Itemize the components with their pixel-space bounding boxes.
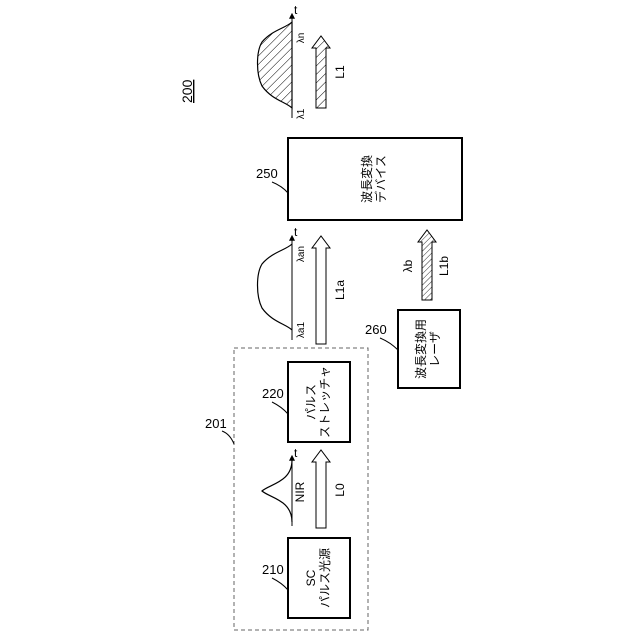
pulse-stretcher-label-1: パルス — [304, 384, 318, 420]
beam-l1b-arrow — [418, 230, 436, 300]
nir-axis-t: t — [294, 446, 298, 460]
sc-source-ref: 210 — [262, 562, 284, 577]
output-spectrum-curve — [258, 22, 293, 108]
group-ref-leader — [222, 431, 234, 444]
beam-l0-arrow — [312, 450, 330, 528]
sc-source-leader — [272, 578, 288, 590]
pulse-stretcher-label-2: ストレッチャ — [318, 366, 332, 438]
beam-l1-label: L1 — [333, 65, 347, 79]
wl-device-leader — [272, 182, 288, 193]
sc-source-label-1: SC — [304, 569, 318, 586]
wl-device-label-2: デバイス — [373, 155, 388, 203]
output-axis-t: t — [294, 3, 298, 17]
output-end-label: λn — [296, 33, 307, 44]
beam-l1-arrow — [312, 36, 330, 108]
wl-laser-label-2: レーザ — [428, 331, 442, 367]
sc-source-label-2: パルス光源 — [318, 548, 332, 608]
group-ref: 201 — [205, 416, 227, 431]
beam-l0-label: L0 — [333, 483, 347, 497]
wl-laser-ref: 260 — [365, 322, 387, 337]
wl-device-ref: 250 — [256, 166, 278, 181]
stretched-end-label: λan — [296, 246, 307, 262]
pump-wavelength-label: λb — [401, 259, 415, 272]
beam-l1a-label: L1a — [333, 280, 347, 300]
wl-laser-label-1: 波長変換用 — [413, 319, 428, 379]
figure-number: 200 — [179, 79, 195, 103]
stretched-axis-t: t — [294, 225, 298, 239]
beam-l1b-label: L1b — [437, 256, 451, 276]
nir-label: NIR — [293, 481, 307, 502]
output-start-label: λ1 — [296, 108, 307, 119]
nir-spectrum-curve — [262, 460, 292, 522]
beam-l1a-arrow — [312, 236, 330, 344]
pulse-stretcher-leader — [272, 402, 288, 414]
wl-laser-leader — [380, 338, 398, 350]
stretched-spectrum-curve — [258, 244, 293, 330]
stretched-start-label: λa1 — [296, 322, 307, 339]
wl-device-label-1: 波長変換 — [359, 155, 374, 203]
pulse-stretcher-ref: 220 — [262, 386, 284, 401]
